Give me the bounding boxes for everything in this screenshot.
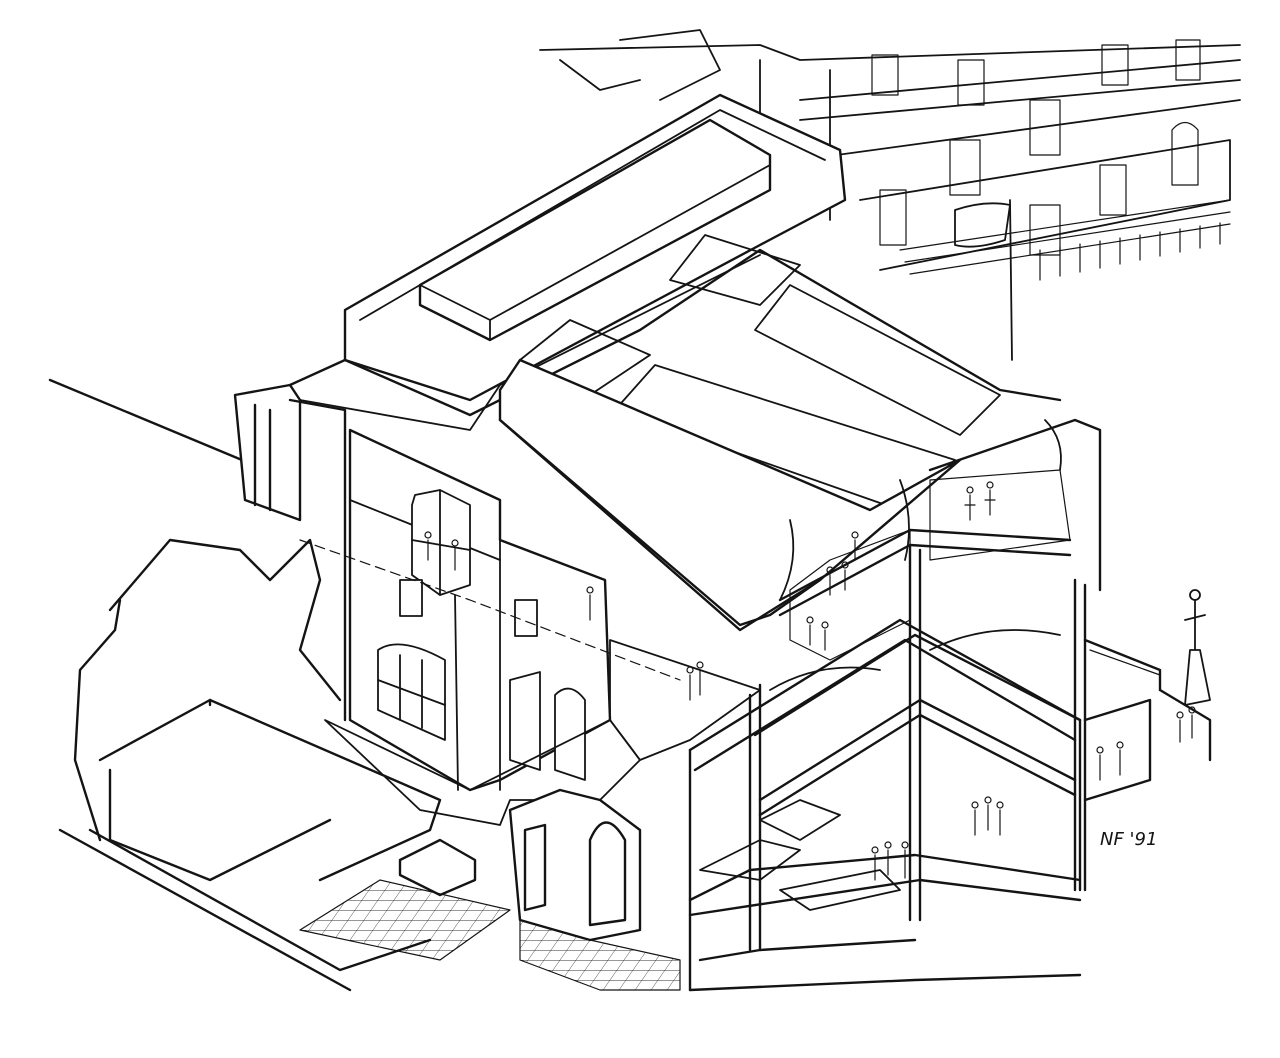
person-bay-window <box>424 531 459 571</box>
person-group-upper <box>964 481 996 521</box>
person-group-lower <box>871 706 1196 881</box>
skylights <box>519 234 1001 511</box>
roof-underside <box>498 358 962 632</box>
flag <box>954 199 1013 361</box>
staircases <box>699 799 901 911</box>
section-cut <box>688 418 1102 992</box>
statue <box>1184 589 1211 706</box>
person-group-courtyard <box>586 586 704 701</box>
facade-windows <box>377 579 586 781</box>
neighbouring-building <box>539 29 1241 361</box>
people <box>424 481 1196 881</box>
arches <box>769 419 1062 691</box>
entrance-arch <box>508 788 681 991</box>
gallery-floor <box>789 469 1071 661</box>
stone-facade <box>348 428 612 792</box>
neighbour-siding <box>899 199 1231 281</box>
person-group-gallery <box>806 531 859 651</box>
neighbour-windows <box>871 39 1201 256</box>
forecourt <box>299 838 511 961</box>
right-annex <box>1083 638 1212 802</box>
left-walls <box>48 378 442 992</box>
artist-signature: NF '91 <box>1100 829 1157 850</box>
section-line <box>299 539 681 681</box>
main-roof <box>288 93 1062 431</box>
